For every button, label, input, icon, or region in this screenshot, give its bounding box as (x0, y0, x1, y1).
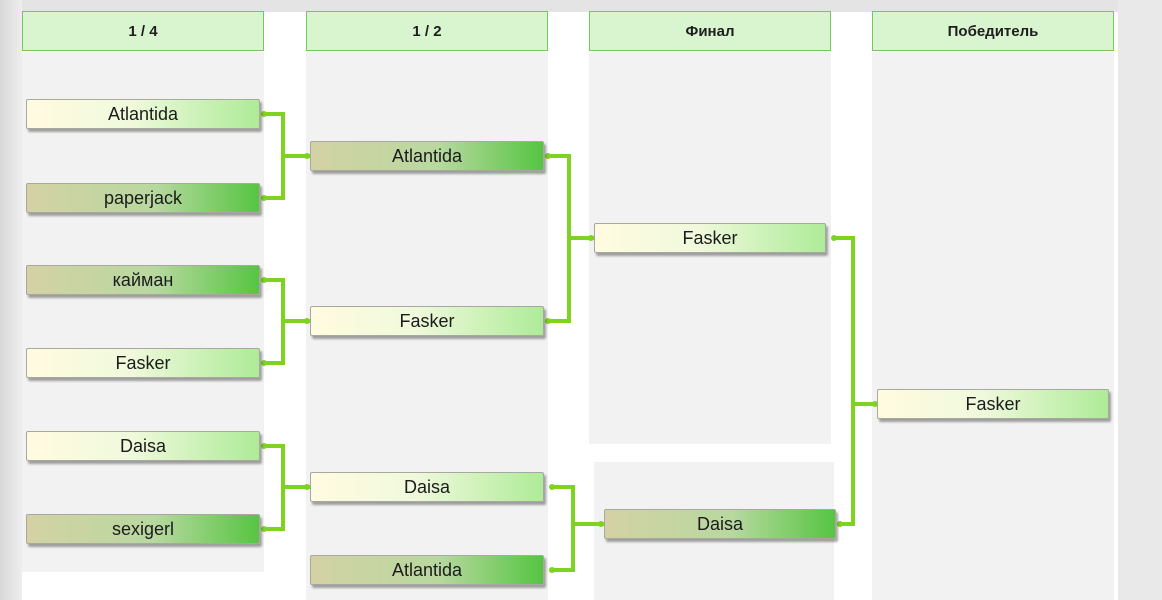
match-slot-qf-6[interactable]: sexigerl (26, 514, 260, 544)
connector-dot (831, 235, 837, 241)
match-slot-sf-2[interactable]: Fasker (310, 306, 544, 336)
connector-dot (837, 521, 843, 527)
background-band (0, 0, 22, 600)
column-background (872, 52, 1114, 600)
connector-qf-3 (264, 444, 310, 531)
connector-qf-2 (264, 278, 310, 365)
round-header-semifinal: 1 / 2 (306, 11, 548, 51)
match-slot-final-1[interactable]: Fasker (594, 223, 826, 253)
match-slot-qf-4[interactable]: Fasker (26, 348, 260, 378)
round-header-quarterfinal: 1 / 4 (22, 11, 264, 51)
match-slot-sf-4[interactable]: Atlantida (310, 555, 544, 585)
match-slot-qf-5[interactable]: Daisa (26, 431, 260, 461)
connector-sf-1 (548, 154, 594, 323)
match-slot-final-2[interactable]: Daisa (604, 509, 836, 539)
connector-dot (549, 484, 555, 490)
match-slot-sf-3[interactable]: Daisa (310, 472, 544, 502)
round-header-winner: Победитель (872, 11, 1114, 51)
background-band (0, 0, 1162, 12)
match-slot-sf-1[interactable]: Atlantida (310, 141, 544, 171)
connector-qf-1 (264, 112, 310, 200)
match-slot-qf-2[interactable]: paperjack (26, 183, 260, 213)
column-background (22, 52, 264, 572)
connector-dot (549, 567, 555, 573)
match-slot-qf-1[interactable]: Atlantida (26, 99, 260, 129)
match-slot-qf-3[interactable]: кайман (26, 265, 260, 295)
round-header-final: Финал (589, 11, 831, 51)
match-slot-winner[interactable]: Fasker (877, 389, 1109, 419)
background-band (1118, 0, 1162, 600)
